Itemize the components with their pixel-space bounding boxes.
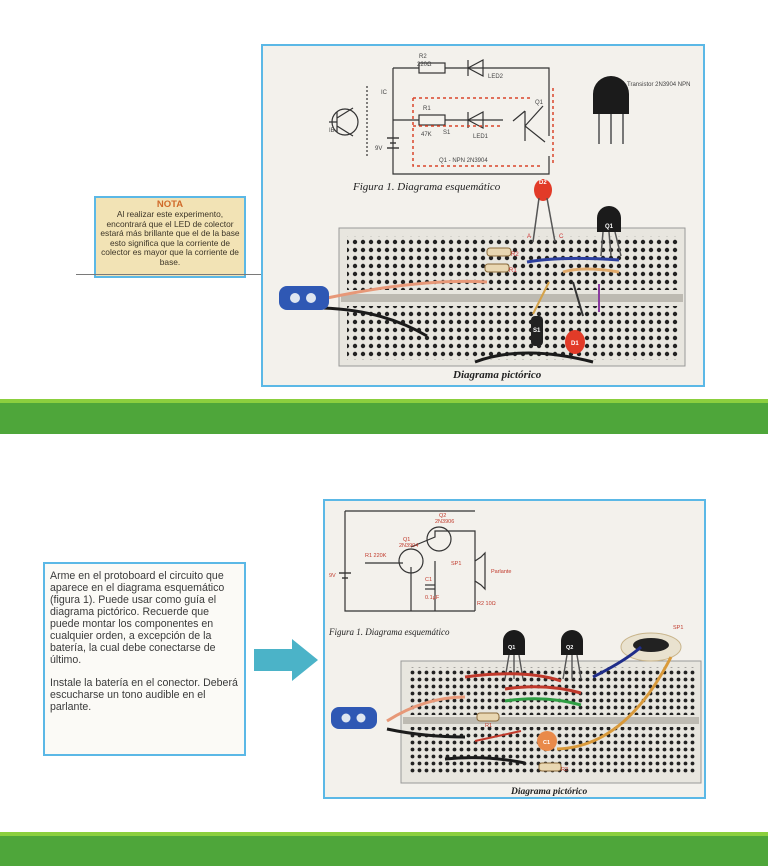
svg-text:S1: S1 (443, 130, 451, 136)
svg-text:C1: C1 (543, 740, 550, 746)
svg-text:R2: R2 (561, 767, 568, 773)
svg-text:C: C (559, 234, 564, 240)
instructions-box: Arme en el protoboard el circuito que ap… (43, 562, 246, 756)
green-band-bottom (0, 832, 768, 866)
schematic-battery (387, 137, 399, 149)
svg-text:IC: IC (381, 90, 388, 96)
figure1-drawing: R2 220Ω LED2 R1 47K LED1 Q1 S1 9V Q1 - N… (279, 54, 690, 381)
right-arrow-icon (254, 639, 318, 681)
svg-text:IB: IB (329, 128, 335, 134)
svg-text:D1: D1 (571, 341, 579, 347)
svg-text:9V: 9V (375, 146, 382, 152)
components-1 (279, 179, 622, 364)
figure1-panel: R2 220Ω LED2 R1 47K LED1 Q1 S1 9V Q1 - N… (261, 44, 705, 387)
svg-text:2N3906: 2N3906 (435, 519, 454, 525)
green-band-top (0, 399, 768, 434)
svg-text:SP1: SP1 (451, 561, 461, 567)
schematic2-wires (344, 510, 486, 612)
svg-text:0.1µF: 0.1µF (425, 595, 440, 601)
svg-text:47K: 47K (421, 132, 432, 138)
divider-line (76, 274, 264, 275)
svg-text:A: A (527, 234, 531, 240)
figure2-schematic-caption: Figura 1. Diagrama esquemático (328, 627, 450, 637)
transistor-illustration (593, 76, 629, 144)
svg-text:Q1: Q1 (535, 100, 544, 106)
svg-text:S1: S1 (533, 328, 541, 334)
svg-text:R1: R1 (509, 268, 517, 274)
svg-text:Q1: Q1 (508, 645, 515, 651)
figure2-panel: Q2 2N3906 Q1 2N3904 R1 220K SP1 Parlante… (323, 499, 706, 799)
svg-text:2N3904: 2N3904 (399, 543, 418, 549)
schematic-wires (392, 59, 550, 175)
figure1-schematic-caption: Figura 1. Diagrama esquemático (352, 181, 501, 193)
svg-text:LED2: LED2 (488, 74, 504, 80)
svg-text:SP1: SP1 (673, 625, 683, 631)
svg-text:R2 10Ω: R2 10Ω (477, 601, 496, 607)
figure2-drawing: Q2 2N3906 Q1 2N3904 R1 220K SP1 Parlante… (328, 510, 702, 797)
note-box: NOTA Al realizar este experimento, encon… (94, 196, 246, 278)
schematic2-battery (339, 572, 351, 579)
svg-text:R1 220K: R1 220K (365, 553, 387, 559)
current-paths (412, 88, 554, 167)
svg-text:R1: R1 (423, 106, 431, 112)
svg-text:Q1: Q1 (605, 224, 614, 230)
svg-text:220Ω: 220Ω (417, 62, 432, 68)
schematic-q-left (329, 86, 368, 156)
svg-text:R1: R1 (485, 723, 492, 729)
breadboard-1 (338, 227, 686, 367)
instructions-paragraph-1: Arme en el protoboard el circuito que ap… (50, 570, 225, 666)
svg-text:R2: R2 (511, 252, 519, 258)
svg-text:C1: C1 (425, 577, 432, 583)
note-title: NOTA (156, 199, 184, 210)
components-2 (331, 630, 682, 772)
instructions-paragraph-2: Instale la batería en el conector. Deber… (50, 677, 238, 713)
svg-text:Q2: Q2 (439, 513, 446, 519)
svg-text:LED1: LED1 (473, 134, 489, 140)
svg-text:Q2: Q2 (566, 645, 573, 651)
svg-text:Q1: Q1 (403, 537, 410, 543)
svg-text:R2: R2 (419, 54, 427, 60)
figure1-pictorial-caption: Diagrama pictórico (452, 369, 542, 381)
svg-text:D2: D2 (539, 180, 547, 186)
figure2-pictorial-caption: Diagrama pictórico (510, 787, 588, 797)
svg-text:Q1 - NPN 2N3904: Q1 - NPN 2N3904 (439, 158, 488, 164)
transistor-label: Transistor 2N3904 NPN (627, 82, 690, 88)
svg-text:9V: 9V (329, 573, 336, 579)
note-text: Al realizar este experimento, encontrará… (100, 209, 240, 267)
svg-text:Parlante: Parlante (491, 569, 512, 575)
